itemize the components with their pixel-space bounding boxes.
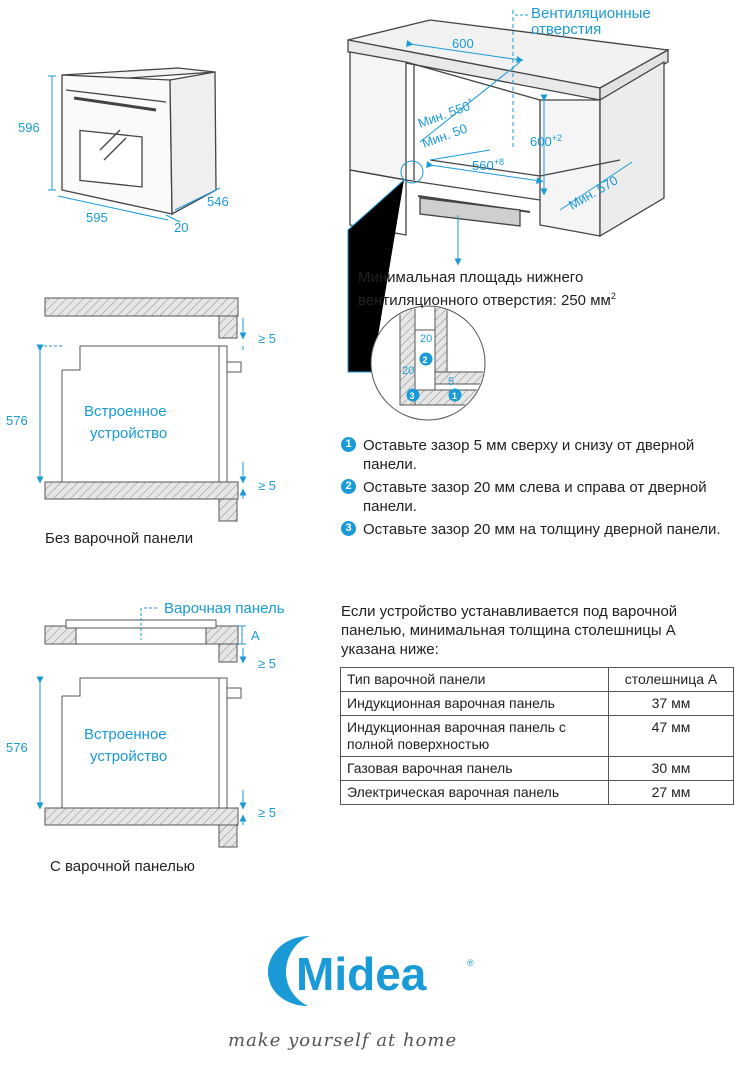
table-cell-value: 37 мм xyxy=(608,691,734,716)
vent-label-2: отверстия xyxy=(531,21,601,38)
without-hob-height: 576 xyxy=(6,413,28,428)
note-2-text: Оставьте зазор 20 мм слева и справа от д… xyxy=(363,479,707,515)
table-cell-type: Электрическая варочная панель xyxy=(340,780,609,805)
vent-area-line1: Минимальная площадь нижнего xyxy=(358,269,584,286)
hob-intro-text: Если устройство устанавливается под варо… xyxy=(341,603,678,658)
cabinet-width-label: 600 xyxy=(452,36,474,51)
with-hob-caption: С варочной панелью xyxy=(50,858,195,875)
without-hob-gap-bottom: ≥ 5 xyxy=(258,478,276,493)
detail-marker-2: 2 xyxy=(423,355,428,365)
with-hob-device-line2: устройство xyxy=(90,748,167,765)
table-cell-value: 47 мм xyxy=(608,715,734,757)
cabinet-inner-width-label: 560+8 xyxy=(472,157,504,173)
detail-20-horizontal: 20 xyxy=(402,365,414,377)
without-hob-dimensions xyxy=(36,318,247,499)
note-3-text: Оставьте зазор 20 мм на толщину дверной … xyxy=(363,521,721,538)
oven-height-label: 596 xyxy=(18,120,40,135)
with-hob-height: 576 xyxy=(6,740,28,755)
detail-marker-1: 1 xyxy=(452,391,457,401)
table-cell-value: 30 мм xyxy=(608,756,734,781)
gap-notes: 1 Оставьте зазор 5 мм сверху и снизу от д… xyxy=(341,436,721,543)
without-hob-gap-top: ≥ 5 xyxy=(258,331,276,346)
note-2: 2 Оставьте зазор 20 мм слева и справа от … xyxy=(341,478,721,516)
oven-width-label: 595 xyxy=(86,210,108,225)
vent-area-text: Минимальная площадь нижнего вентиляционн… xyxy=(358,268,616,310)
vent-label-1: Вентиляционные xyxy=(531,5,651,22)
table-cell-type: Индукционная варочная панель xyxy=(340,691,609,716)
without-hob-device-line2: устройство xyxy=(90,425,167,442)
cabinet-min550-label: Мин. 550* xyxy=(416,96,476,131)
without-hob-caption: Без варочной панели xyxy=(45,530,194,547)
table-cell-type: Индукционная варочная панель с полной по… xyxy=(340,715,609,757)
vent-area-line2: вентиляционного отверстия: 250 мм2 xyxy=(358,291,616,309)
table-row: Индукционная варочная панель с полной по… xyxy=(340,715,734,757)
note-1-number: 1 xyxy=(341,437,356,452)
without-hob-drawing xyxy=(44,297,242,522)
note-3-number: 3 xyxy=(341,521,356,536)
table-row: Индукционная варочная панель 37 мм xyxy=(340,691,734,716)
detail-20-vertical: 20 xyxy=(420,333,432,345)
oven-depth-label: 546 xyxy=(207,194,229,209)
table-cell-type: Газовая варочная панель xyxy=(340,756,609,781)
brand-registered: ® xyxy=(467,958,474,968)
table-header-row: Тип варочной панели столешница A xyxy=(340,667,734,692)
oven-drawing xyxy=(61,67,217,216)
table-row: Газовая варочная панель 30 мм xyxy=(340,756,734,781)
with-hob-device-line1: Встроенное xyxy=(84,726,167,743)
note-1-text: Оставьте зазор 5 мм сверху и снизу от дв… xyxy=(363,437,695,473)
midea-logo: Midea ® xyxy=(268,936,474,1006)
without-hob-device-line1: Встроенное xyxy=(84,403,167,420)
with-hob-a-label: A xyxy=(251,628,260,643)
cabinet-dimensions xyxy=(347,10,633,373)
detail-5: 5 xyxy=(448,376,454,388)
table-header-worktop: столешница A xyxy=(608,667,734,692)
brand-name: Midea xyxy=(296,948,427,1000)
detail-marker-3: 3 xyxy=(410,391,415,401)
with-hob-dimensions xyxy=(36,607,247,825)
oven-dimensions xyxy=(48,75,221,223)
worktop-table: Тип варочной панели столешница A Индукци… xyxy=(340,667,734,805)
note-2-number: 2 xyxy=(341,479,356,494)
oven-door-label: 20 xyxy=(174,220,188,235)
gap-detail xyxy=(370,305,486,421)
with-hob-label: Варочная панель xyxy=(164,600,285,617)
with-hob-gap-bottom: ≥ 5 xyxy=(258,805,276,820)
brand-slogan: make yourself at home xyxy=(228,1030,458,1051)
cabinet-height-label: 600+2 xyxy=(530,133,562,149)
table-row: Электрическая варочная панель 27 мм xyxy=(340,780,734,805)
table-header-type: Тип варочной панели xyxy=(340,667,609,692)
table-cell-value: 27 мм xyxy=(608,780,734,805)
note-1: 1 Оставьте зазор 5 мм сверху и снизу от д… xyxy=(341,436,721,474)
with-hob-gap-top: ≥ 5 xyxy=(258,656,276,671)
note-3: 3 Оставьте зазор 20 мм на толщину дверной… xyxy=(341,520,721,539)
